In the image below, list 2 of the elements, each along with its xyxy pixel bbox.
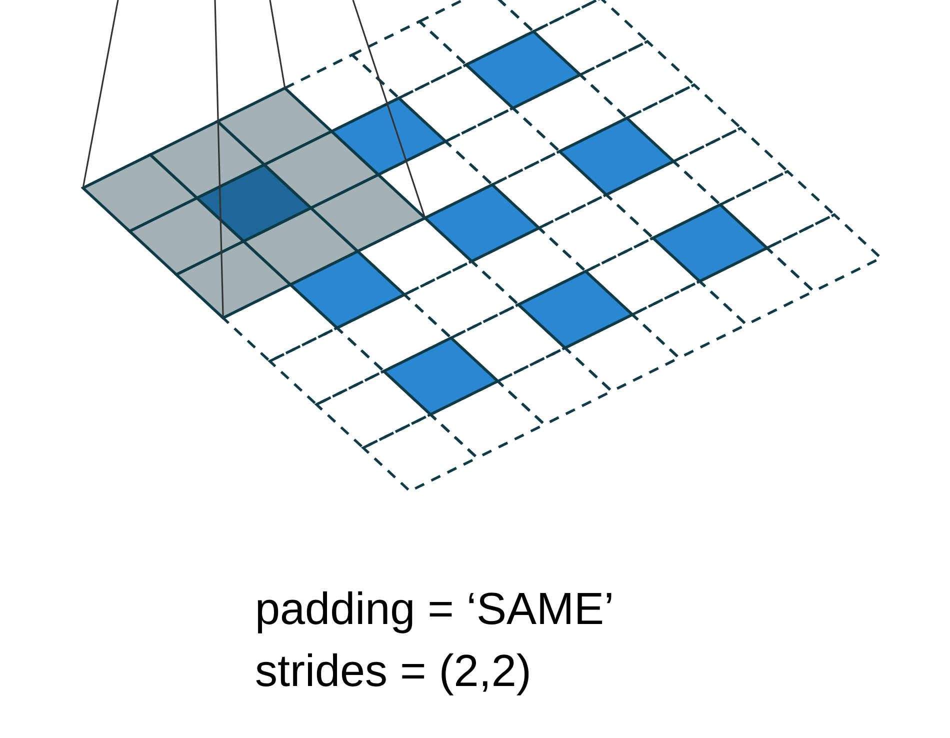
padding-parameter-text: padding = ‘SAME’ xyxy=(255,582,614,636)
strides-parameter-text: strides = (2,2) xyxy=(255,644,532,698)
